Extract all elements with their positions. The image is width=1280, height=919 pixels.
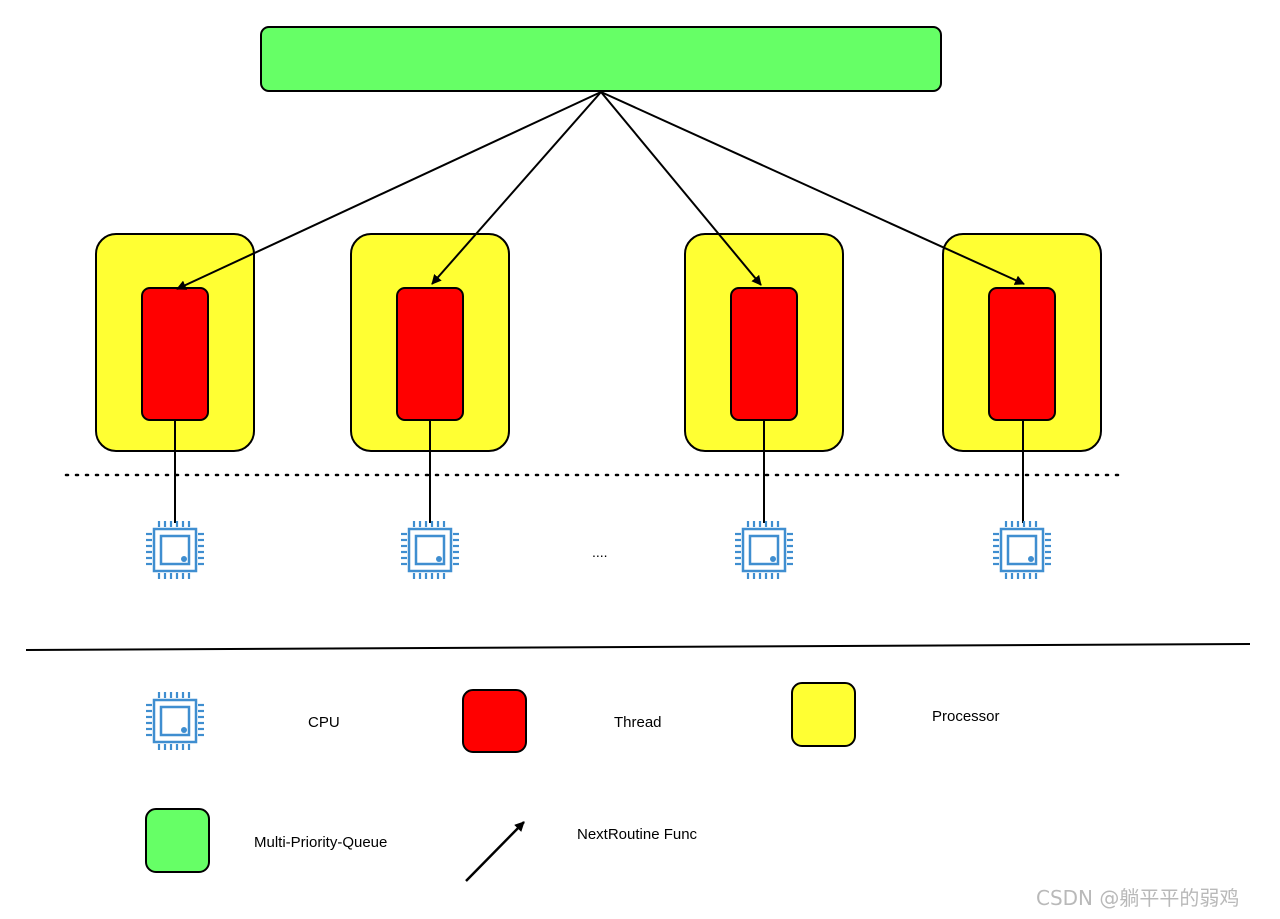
thread-box: [988, 287, 1056, 421]
processor-2: [350, 233, 510, 452]
legend-processor-label: Processor: [932, 708, 1000, 725]
more-cpus-ellipsis: ....: [592, 544, 608, 560]
legend-queue-label: Multi-Priority-Queue: [254, 834, 387, 851]
legend-thread-label: Thread: [614, 714, 662, 731]
legend-arrow-label: NextRoutine Func: [577, 826, 698, 843]
cpu-chip-icon: [399, 519, 461, 581]
legend-cpu-label: CPU: [308, 714, 340, 731]
legend-divider: [25, 643, 1251, 651]
legend-processor-swatch: [791, 682, 856, 747]
processor-3: [684, 233, 844, 452]
processor-1: [95, 233, 255, 452]
legend-cpu-chip-icon: [144, 690, 206, 752]
thread-box: [730, 287, 798, 421]
queue-bar: [260, 26, 942, 92]
next-routine-arrow-1: [176, 91, 602, 290]
next-routine-arrow-4: [600, 91, 1025, 285]
watermark: CSDN @躺平平的弱鸡: [1036, 886, 1239, 910]
thread-box: [396, 287, 464, 421]
legend-thread-swatch: [462, 689, 527, 753]
thread-box: [141, 287, 209, 421]
next-routine-arrow-2: [431, 91, 602, 285]
legend-queue-swatch: [145, 808, 210, 873]
processor-4: [942, 233, 1102, 452]
cpu-chip-icon: [733, 519, 795, 581]
cpu-chip-icon: [144, 519, 206, 581]
legend: CPU Thread Processor Multi-Priority-Queu…: [144, 682, 1000, 882]
legend-arrow-icon: [465, 821, 525, 882]
next-routine-arrow-3: [600, 91, 762, 286]
cpu-chip-icon: [991, 519, 1053, 581]
